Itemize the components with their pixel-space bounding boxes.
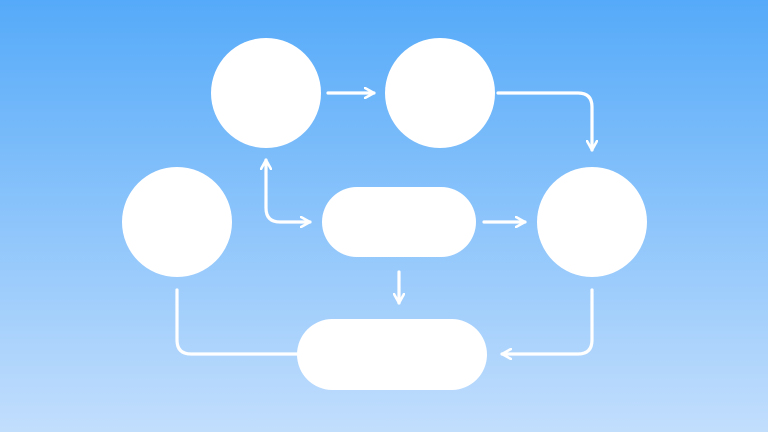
node-n4 — [322, 187, 476, 257]
edge-n5-n6 — [500, 288, 594, 354]
node-layer — [122, 38, 647, 390]
edge-layer — [175, 91, 594, 356]
node-n6 — [297, 319, 487, 390]
edge-n1-n4 — [266, 158, 312, 222]
node-n3 — [122, 167, 232, 277]
node-n1 — [211, 38, 321, 148]
edge-n2-n5 — [496, 91, 592, 152]
node-n2 — [385, 38, 495, 148]
node-n5 — [537, 167, 647, 277]
edge-n3-n6 — [175, 288, 299, 356]
